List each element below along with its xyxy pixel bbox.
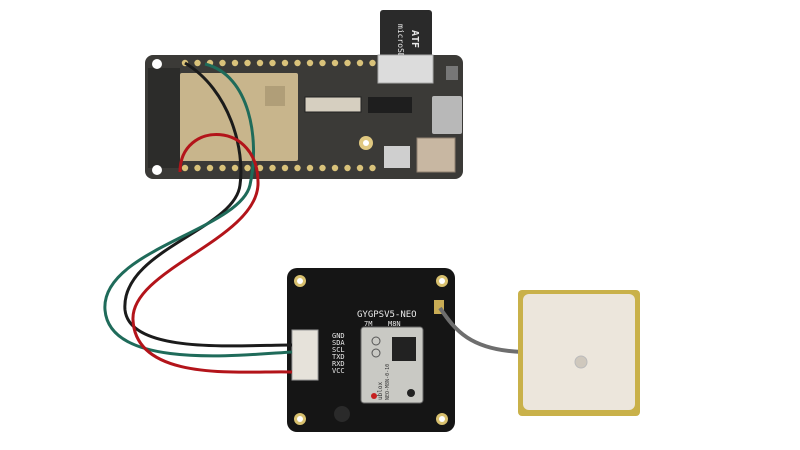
microsd-holder <box>377 54 434 84</box>
battery-connector <box>416 137 456 173</box>
header-pin <box>244 59 251 67</box>
header-pin <box>356 59 364 67</box>
header-pin <box>369 164 376 172</box>
header-pin <box>294 164 301 172</box>
gps-board-mark-1: 7M <box>364 320 372 328</box>
header-pin <box>244 164 251 172</box>
header-pin <box>181 164 189 172</box>
header-pin <box>256 59 264 67</box>
ublox-logo-dot <box>371 393 377 399</box>
header-pin <box>331 59 339 67</box>
qr-code <box>265 86 285 106</box>
wire-red <box>131 132 293 374</box>
small-connector <box>384 146 410 168</box>
header-pin <box>269 164 276 172</box>
wire-green <box>103 62 293 358</box>
header-pin <box>219 164 226 172</box>
header-pin <box>281 59 289 67</box>
header-pin <box>219 59 226 67</box>
gps-chip-model: NEO-M8N-0-10 <box>385 364 391 400</box>
microsd-label: microSD <box>396 24 405 58</box>
header-pin <box>319 164 326 172</box>
header-pin <box>344 164 351 172</box>
header-pin <box>256 164 264 172</box>
gps-board-mark-2: M8N <box>388 320 401 328</box>
chip <box>368 97 412 113</box>
microsd-brand: ATF <box>409 30 420 48</box>
header-pin <box>269 59 276 67</box>
header-pin <box>231 59 239 67</box>
header-pin <box>281 164 289 172</box>
header-pin <box>294 59 301 67</box>
header-pin <box>356 164 364 172</box>
usb-port <box>432 96 462 134</box>
ufl-connector <box>434 300 444 314</box>
patch-antenna <box>518 290 640 416</box>
gps-board-title: GYGPSV5-NEO <box>357 310 417 320</box>
header-pin <box>231 164 239 172</box>
header-pin <box>306 164 314 172</box>
pin-label-rxd: RXD <box>332 360 345 368</box>
microsd-card <box>380 10 432 62</box>
datamatrix <box>392 337 416 361</box>
gps-board: GYGPSV5-NEO 7M M8N GND SDA SCL TXD RXD V… <box>287 268 455 432</box>
antenna-cable <box>438 306 523 354</box>
fpc-connector <box>304 96 362 113</box>
header-pin <box>369 59 376 67</box>
header-pin <box>344 59 351 67</box>
header-pin <box>194 59 201 67</box>
header-pin <box>306 59 314 67</box>
wire-black <box>123 61 293 348</box>
header-pin <box>331 164 339 172</box>
pin-label-sda: SDA <box>332 339 345 347</box>
pin-label-scl: SCL <box>332 346 345 354</box>
reset-button <box>446 66 458 80</box>
header-pin <box>194 164 201 172</box>
header-pin <box>206 164 214 172</box>
jst-connector <box>291 329 319 381</box>
battery-cell <box>334 406 350 422</box>
esp32-dev-board: microSD ATF <box>145 10 463 179</box>
pin-label-vcc: VCC <box>332 367 345 375</box>
pin-label-txd: TXD <box>332 353 345 361</box>
gps-chip-brand: ublox <box>377 382 384 400</box>
pcb-antenna <box>148 68 180 168</box>
header-pin <box>319 59 326 67</box>
pin-label-gnd: GND <box>332 332 345 340</box>
